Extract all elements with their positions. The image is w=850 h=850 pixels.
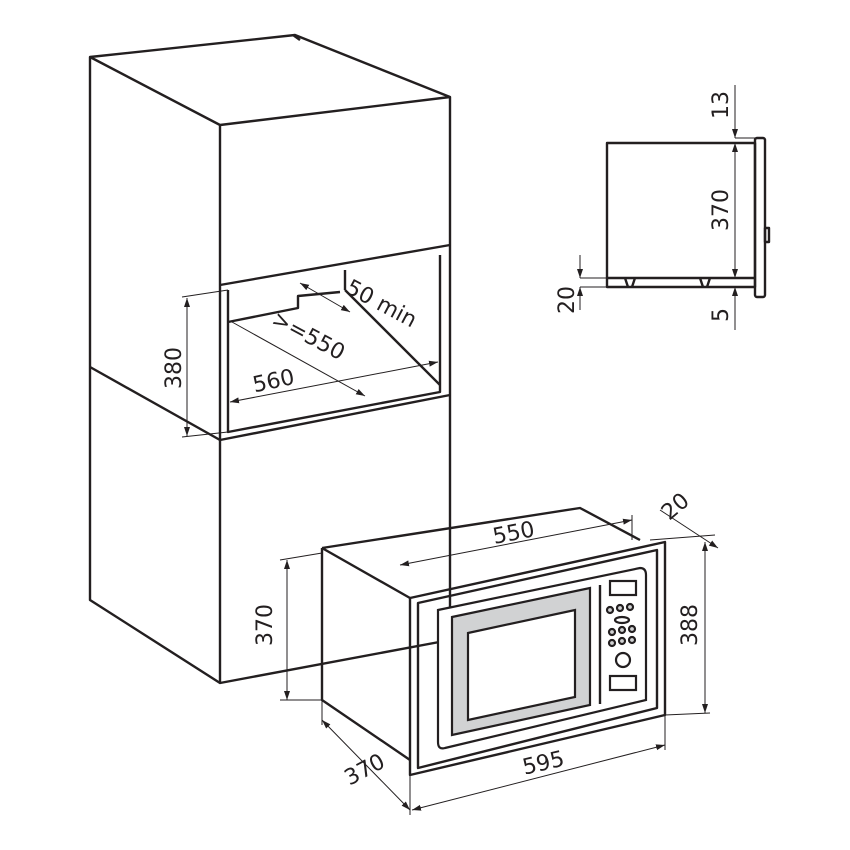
side-foot-height-label: 20 <box>555 286 580 314</box>
body-depth-label: 370 <box>341 749 390 791</box>
frame-height-label: 388 <box>678 604 703 646</box>
niche-width-label: 560 <box>251 365 297 398</box>
frame-depth-label: 20 <box>657 488 695 525</box>
niche-height-label: 380 <box>162 347 187 389</box>
body-width-label: 550 <box>491 517 537 550</box>
body-height-label: 370 <box>253 604 278 646</box>
niche-depth-label: >=550 <box>267 307 348 366</box>
niche-dimensions: 380 560 >=550 50 min <box>162 275 439 438</box>
side-view: 13 370 5 20 <box>555 85 771 330</box>
microwave <box>320 506 667 777</box>
side-bottom-offset-label: 5 <box>709 308 734 322</box>
side-height-label: 370 <box>709 189 734 231</box>
kitchen-cabinet <box>88 33 452 685</box>
side-top-offset-label: 13 <box>709 91 734 119</box>
frame-width-label: 595 <box>520 747 567 781</box>
control-panel <box>598 579 638 704</box>
